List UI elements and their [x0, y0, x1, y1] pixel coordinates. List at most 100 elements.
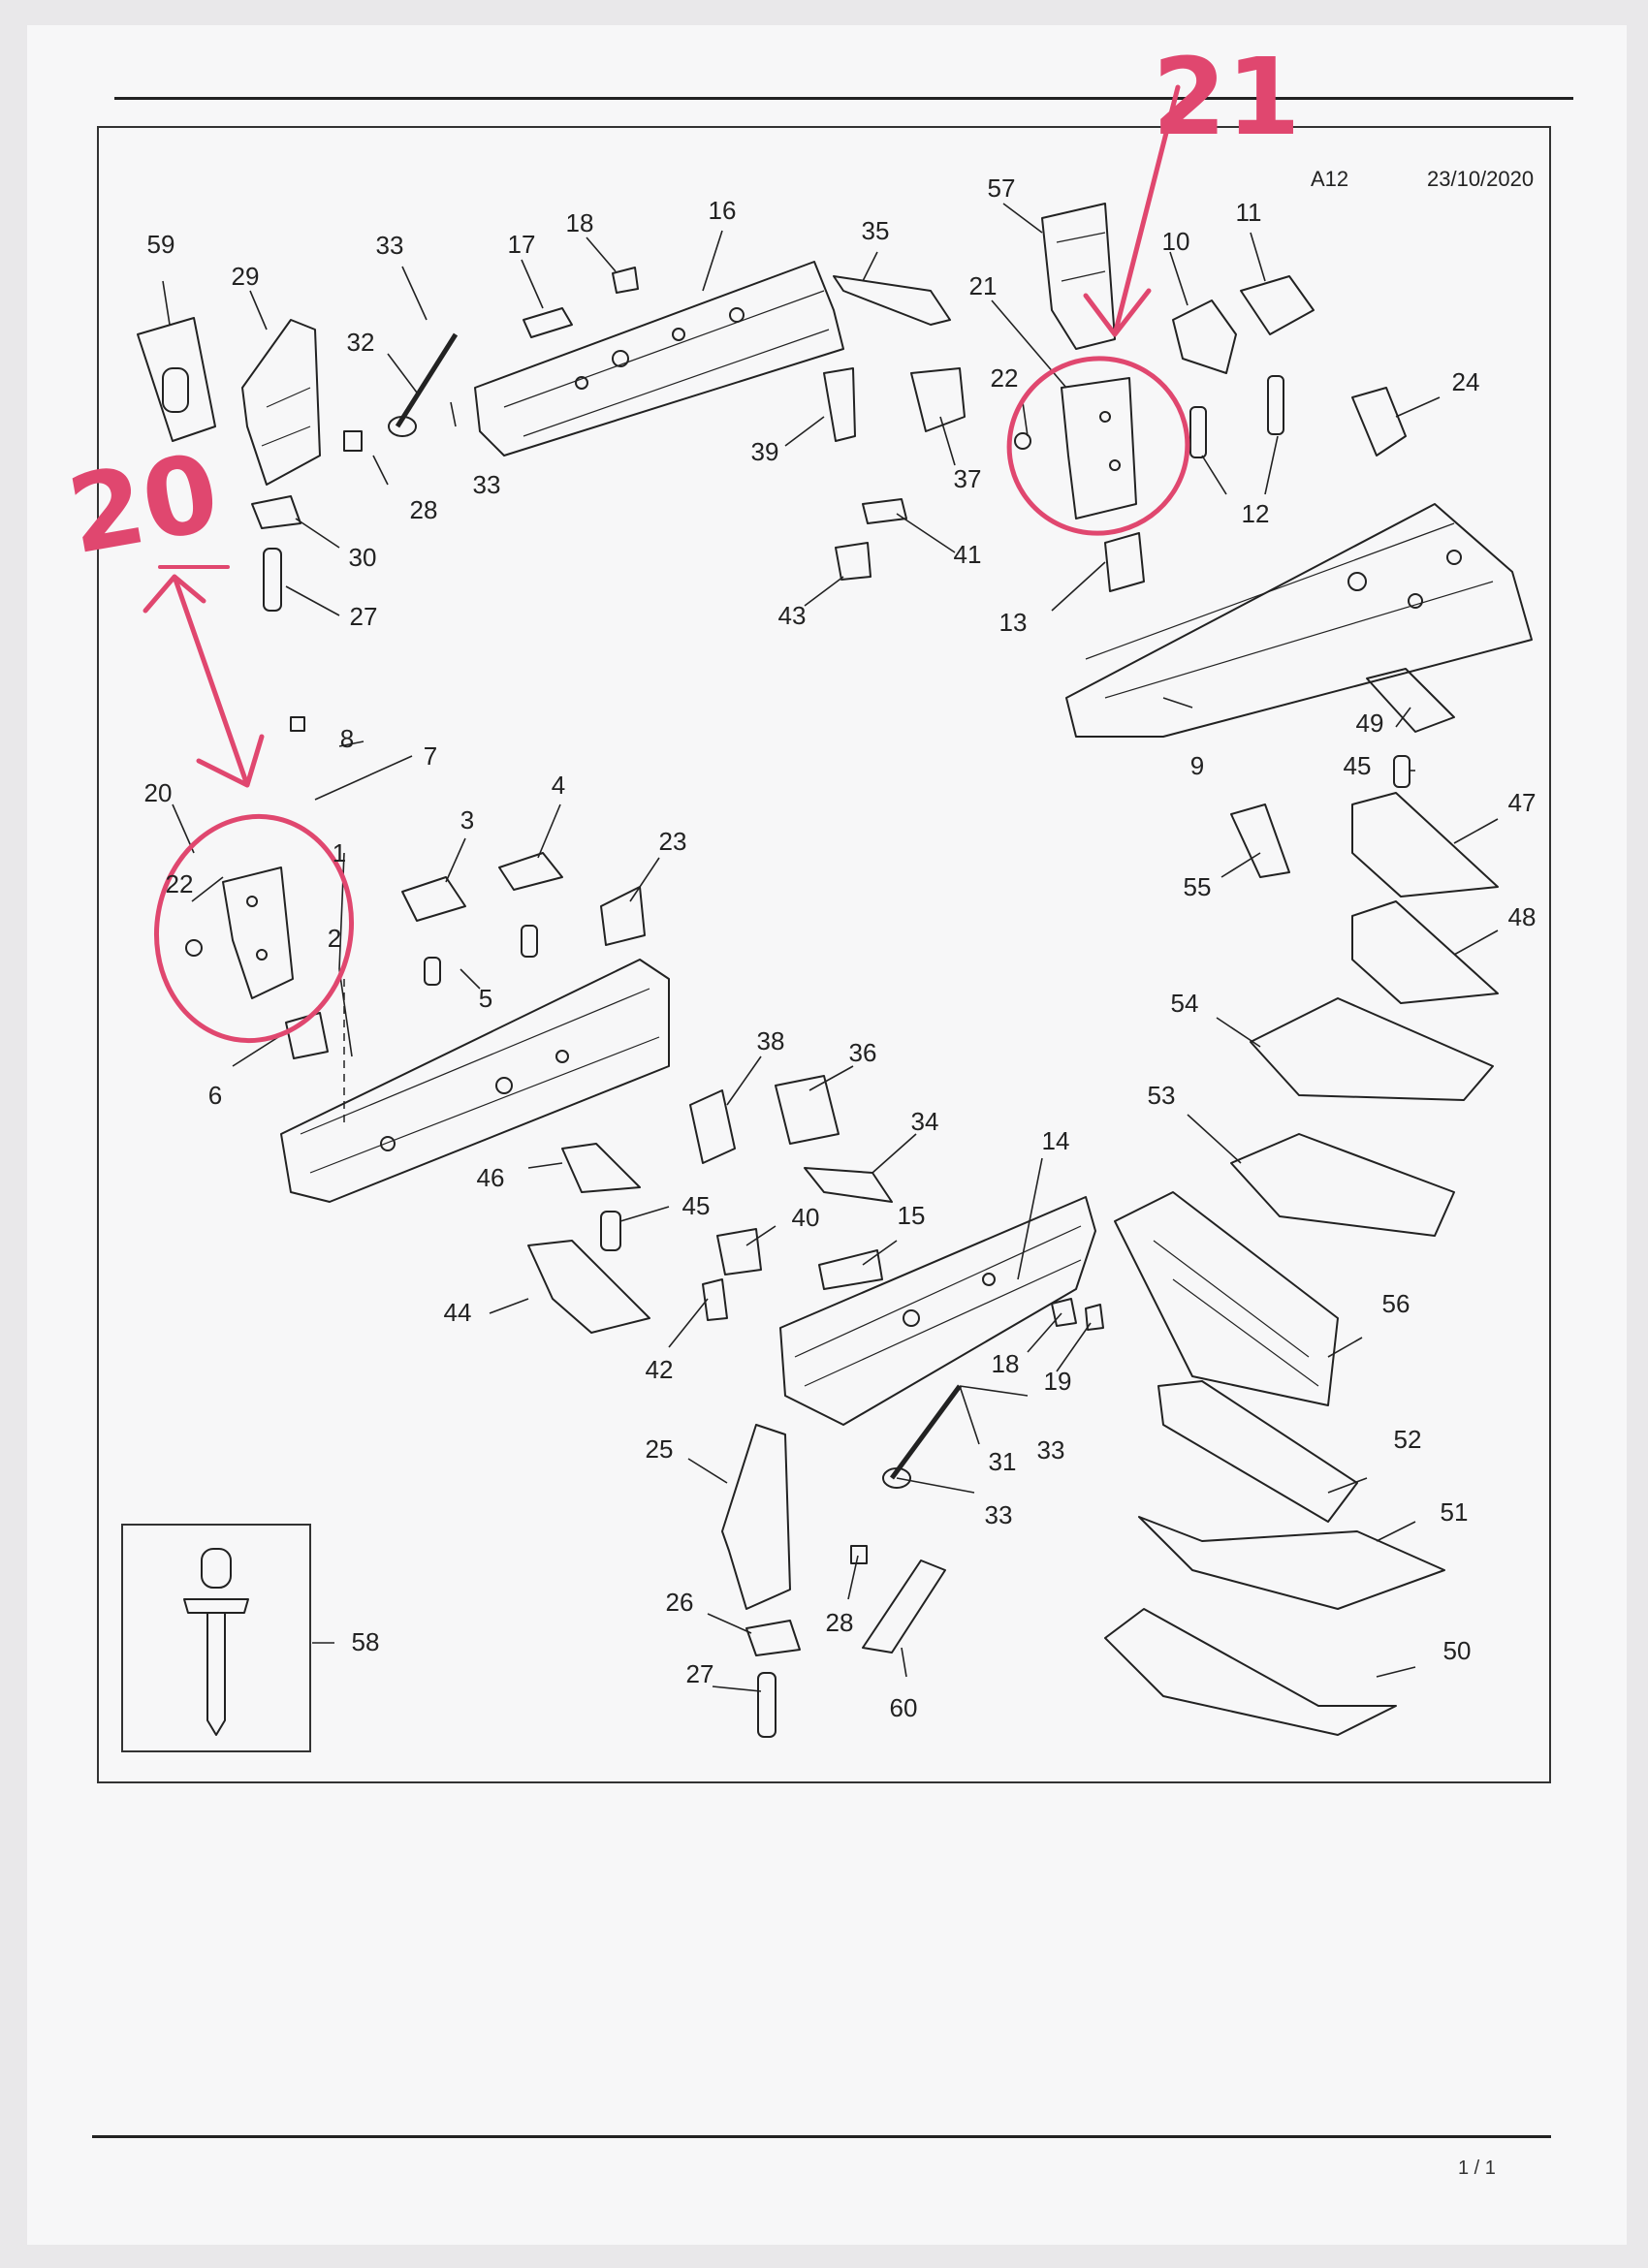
- part-13: [1104, 532, 1145, 592]
- callout-51: 51: [1440, 1497, 1469, 1527]
- callout-22: 22: [990, 363, 1019, 393]
- callout-60: 60: [889, 1693, 918, 1722]
- part-56: [1114, 1191, 1339, 1406]
- part-49: [1366, 668, 1455, 733]
- callout-55: 55: [1183, 872, 1212, 901]
- marker-arrow-left: [143, 574, 265, 788]
- part-panel-59: [137, 317, 216, 442]
- part-pin-12a: [1189, 406, 1207, 458]
- callout-11: 11: [1235, 198, 1262, 227]
- rivet-icon: [183, 1548, 249, 1736]
- part-rail-9: [1065, 503, 1533, 738]
- callout-28: 28: [409, 495, 438, 524]
- part-bracket-29: [241, 319, 321, 486]
- callout-54: 54: [1170, 989, 1199, 1018]
- part-57: [1041, 203, 1116, 350]
- part-pin-27b: [757, 1672, 776, 1738]
- callout-34: 34: [910, 1107, 939, 1136]
- marker-label-20: 20: [59, 429, 228, 579]
- callout-7: 7: [423, 741, 438, 771]
- callout-47: 47: [1507, 788, 1537, 817]
- part-18b: [1051, 1298, 1077, 1327]
- callout-57: 57: [987, 173, 1016, 203]
- part-44: [527, 1240, 650, 1334]
- callout-46: 46: [476, 1163, 505, 1192]
- part-43: [835, 542, 872, 581]
- callout-45: 45: [1343, 751, 1372, 780]
- callout-35: 35: [861, 216, 890, 245]
- part-pin-45b: [600, 1211, 621, 1251]
- part-21: [1061, 377, 1137, 520]
- marker-circle-right: [1006, 356, 1190, 536]
- callout-42: 42: [645, 1355, 674, 1384]
- callout-45: 45: [681, 1191, 711, 1220]
- part-37: [910, 367, 966, 432]
- part-strut-31: [889, 1384, 963, 1480]
- callout-27: 27: [349, 602, 378, 631]
- part-15: [818, 1249, 883, 1290]
- diagram-frame: [97, 126, 1551, 1783]
- callout-2: 2: [327, 924, 342, 953]
- part-46: [561, 1143, 641, 1193]
- callout-33: 33: [1036, 1435, 1065, 1465]
- callout-33: 33: [472, 470, 501, 499]
- callout-37: 37: [953, 464, 982, 493]
- part-pin-12b: [1267, 375, 1284, 435]
- part-11: [1240, 275, 1315, 335]
- part-bracket-25: [721, 1424, 791, 1610]
- part-rail-14: [779, 1196, 1096, 1426]
- callout-29: 29: [231, 262, 260, 291]
- callout-18: 18: [565, 208, 594, 237]
- part-17: [523, 307, 573, 338]
- callout-27: 27: [685, 1659, 714, 1688]
- callout-9: 9: [1189, 751, 1205, 780]
- sheet-date: 23/10/2020: [1427, 167, 1535, 191]
- callout-21: 21: [968, 271, 998, 300]
- part-53: [1230, 1133, 1455, 1237]
- callout-10: 10: [1161, 227, 1190, 256]
- part-rail-1: [280, 959, 670, 1203]
- part-26: [745, 1620, 801, 1656]
- marker-arrow-right: [1083, 84, 1181, 337]
- callout-59: 59: [146, 230, 175, 259]
- callout-16: 16: [708, 196, 737, 225]
- callout-4: 4: [551, 771, 566, 800]
- callout-17: 17: [507, 230, 536, 259]
- callout-5: 5: [478, 984, 493, 1013]
- part-51: [1138, 1516, 1445, 1610]
- part-60: [862, 1559, 946, 1654]
- callout-1: 1: [332, 838, 347, 867]
- part-19: [1085, 1304, 1104, 1331]
- marker-circle-left: [153, 813, 355, 1044]
- part-38: [689, 1089, 736, 1164]
- part-10: [1172, 299, 1237, 374]
- callout-15: 15: [897, 1201, 926, 1230]
- callout-40: 40: [791, 1203, 820, 1232]
- callout-39: 39: [750, 437, 779, 466]
- part-30: [251, 495, 301, 529]
- callout-36: 36: [848, 1038, 877, 1067]
- callout-49: 49: [1355, 709, 1384, 738]
- part-54: [1250, 997, 1494, 1101]
- callout-58: 58: [351, 1627, 380, 1656]
- part-23: [600, 886, 646, 946]
- callout-44: 44: [443, 1298, 472, 1327]
- callout-14: 14: [1041, 1126, 1070, 1155]
- callout-12: 12: [1241, 499, 1270, 528]
- part-35: [833, 275, 951, 326]
- callout-18: 18: [991, 1349, 1020, 1378]
- part-4: [498, 852, 563, 891]
- callout-23: 23: [658, 827, 687, 856]
- part-36: [775, 1075, 840, 1145]
- part-20: [222, 866, 294, 999]
- part-3: [401, 876, 466, 922]
- part-42: [702, 1278, 728, 1321]
- part-pin-5a: [424, 957, 441, 986]
- part-55: [1230, 803, 1290, 878]
- part-strut-32: [395, 332, 459, 428]
- callout-33: 33: [375, 231, 404, 260]
- part-52: [1157, 1380, 1358, 1523]
- part-pin-27a: [263, 548, 282, 612]
- part-rail-16: [474, 261, 844, 457]
